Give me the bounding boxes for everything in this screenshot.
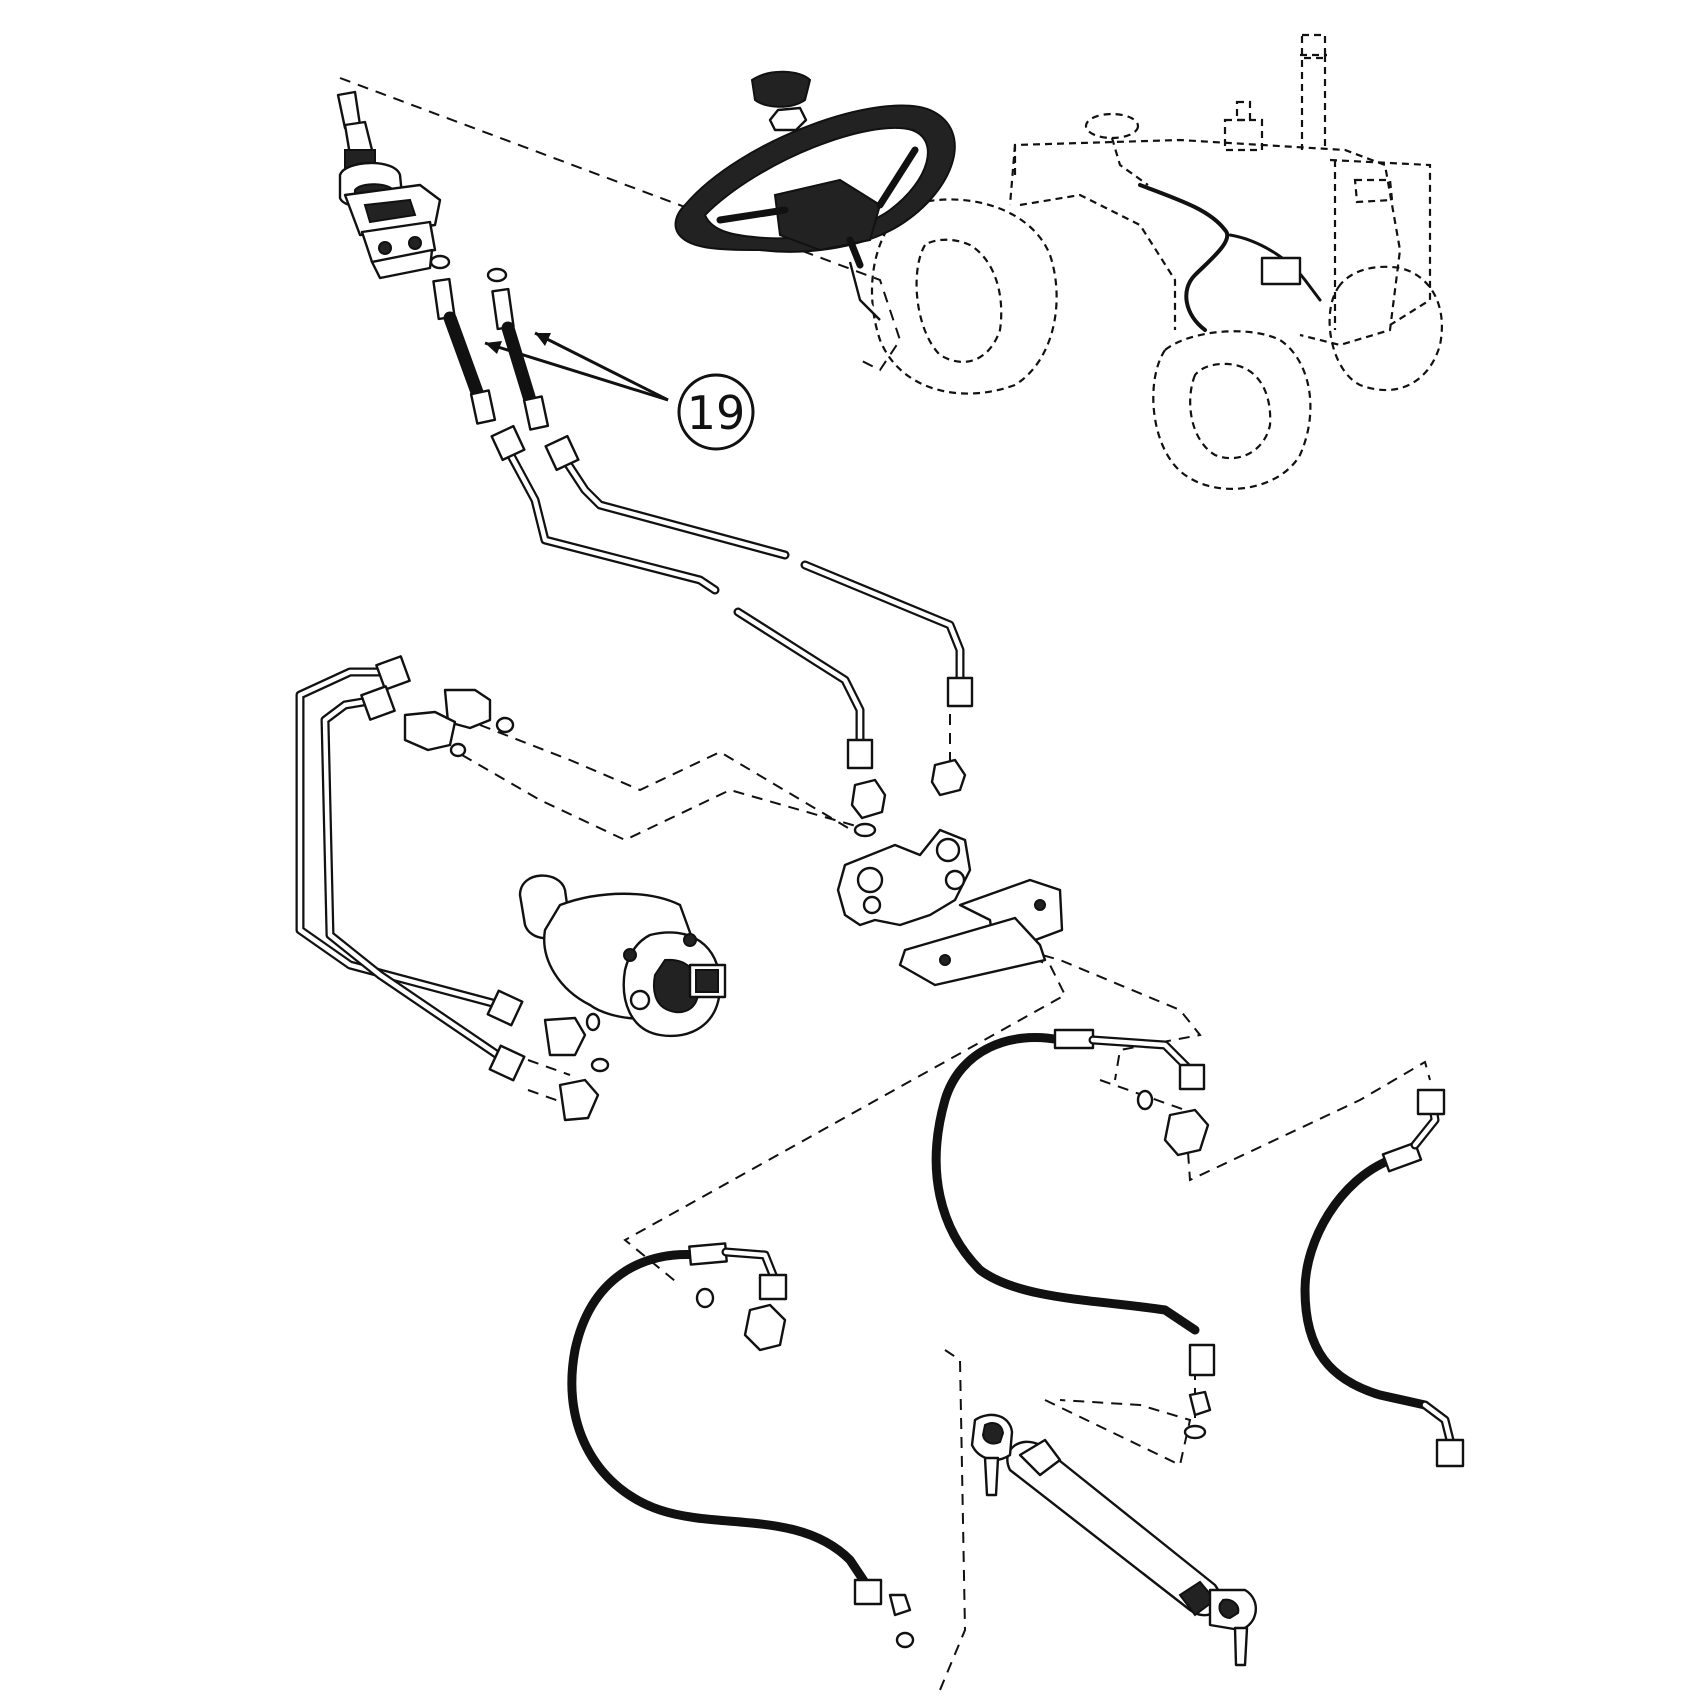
pump-icon [518, 874, 727, 1038]
steering-wheel-icon [674, 70, 956, 321]
long-hose-set [567, 1028, 1465, 1649]
tractor-icon [870, 33, 1443, 490]
control-valve-icon [836, 828, 1064, 987]
steel-tube-set [490, 424, 974, 770]
valve-fittings [850, 758, 967, 838]
short-hose-pair [429, 254, 550, 431]
callout-circle [677, 373, 755, 451]
steering-column-icon [336, 90, 442, 280]
callout-19: 19 [484, 331, 755, 451]
steering-cylinder-icon [970, 1413, 1257, 1667]
callout-19-label: 19 [687, 386, 746, 440]
pump-tube-set [295, 655, 610, 1122]
